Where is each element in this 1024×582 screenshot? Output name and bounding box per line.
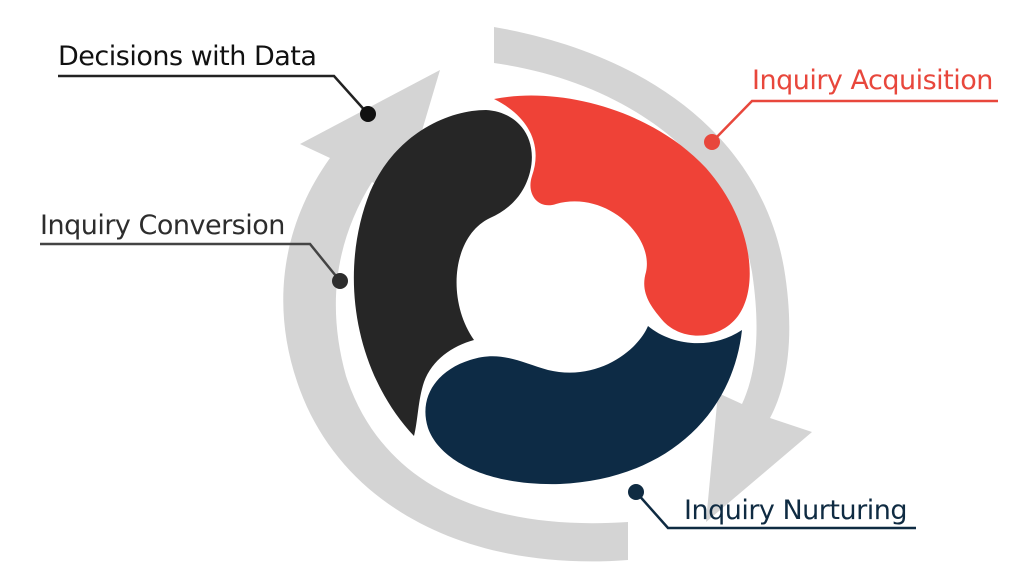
label-inquiry-nurturing: Inquiry Nurturing	[684, 495, 907, 526]
label-decisions-with-data: Decisions with Data	[58, 41, 317, 72]
label-inquiry-conversion: Inquiry Conversion	[40, 210, 285, 241]
connector-acquisition	[711, 99, 998, 143]
donut	[353, 95, 750, 485]
segment-acquisition	[494, 95, 750, 336]
cycle-arrows	[283, 27, 812, 562]
connector-dot-decisions	[360, 106, 376, 122]
connector-dot-nurturing	[628, 484, 644, 500]
segment-nurturing	[425, 326, 742, 485]
connectors	[40, 74, 998, 530]
connector-dot-conversion	[332, 273, 348, 289]
cycle-arrow-left	[283, 70, 628, 562]
connector-conversion	[40, 242, 341, 282]
connector-dot-acquisition	[704, 134, 720, 150]
connector-nurturing	[635, 491, 916, 530]
segment-conversion	[353, 110, 532, 436]
label-inquiry-acquisition: Inquiry Acquisition	[752, 65, 993, 96]
connector-decisions	[58, 74, 369, 115]
